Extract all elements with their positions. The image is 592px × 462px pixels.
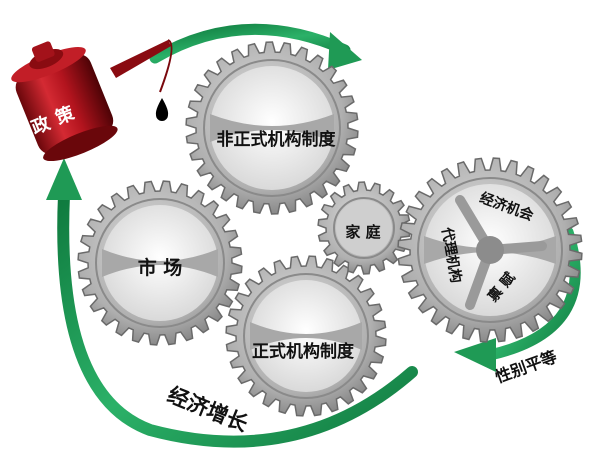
- informal-institutions-label: 非正式机构制度: [217, 129, 337, 150]
- informal-institutions-gear-icon: [185, 41, 359, 215]
- family-gear-icon: [317, 181, 411, 275]
- market-label: 市 场: [138, 256, 183, 279]
- formal-institutions-label: 正式机构制度: [252, 341, 355, 362]
- oil-drop-icon: [155, 98, 169, 121]
- economic-growth-label: 经济增长: [164, 383, 252, 437]
- market-gear-icon: [77, 180, 243, 346]
- formal-institutions-gear-icon: [225, 255, 387, 417]
- capability-gear-hub: [476, 236, 504, 264]
- policy-oil-can-icon: 政 策: [11, 39, 173, 162]
- family-label: 家 庭: [345, 223, 381, 241]
- top-curved-arrow-icon: [149, 23, 362, 70]
- growth-curved-arrow-icon: [46, 158, 418, 448]
